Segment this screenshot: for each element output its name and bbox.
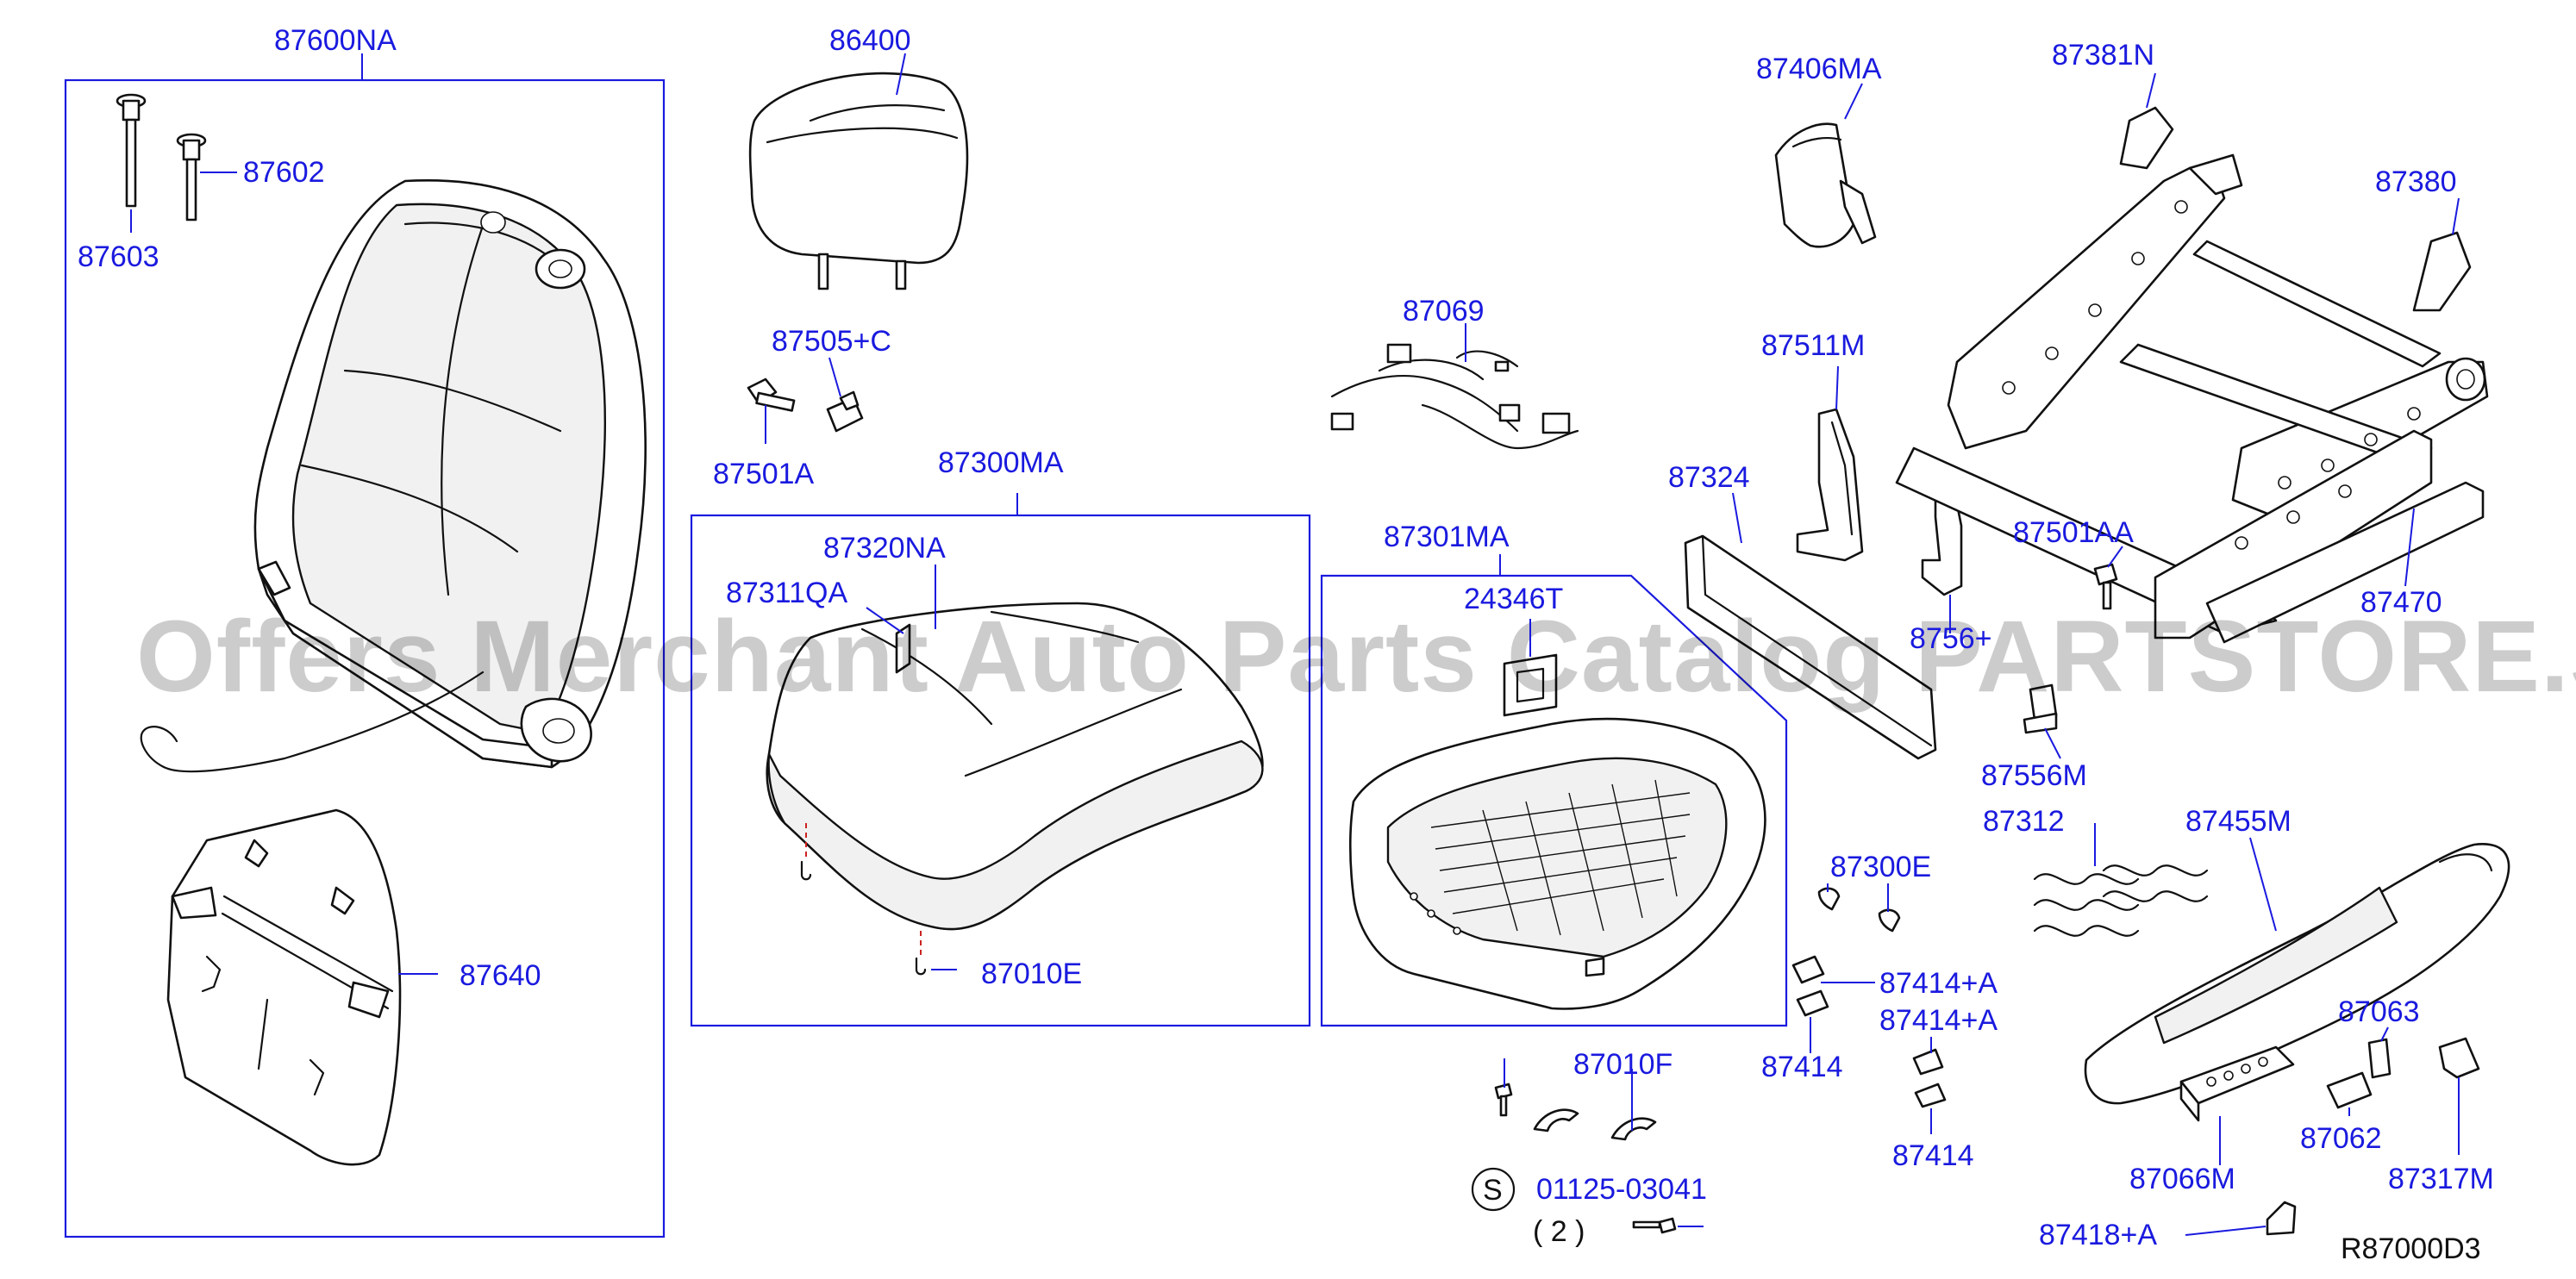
- label-87010E: 87010E: [981, 958, 1082, 990]
- knob-87063: [2367, 1038, 2392, 1079]
- latch-87380: [2412, 231, 2472, 312]
- seat-back-group-box: [64, 78, 666, 1238]
- label-24346T: 24346T: [1464, 583, 1563, 615]
- clip-87010F-right: [1610, 1117, 1657, 1141]
- label-87312: 87312: [1983, 805, 2065, 838]
- seat-track-frame: [1895, 153, 2489, 644]
- back-board-87640: [166, 808, 402, 1166]
- clip-87414A-lower: [1912, 1048, 1944, 1076]
- label-86400: 86400: [829, 24, 911, 57]
- label-87311QA: 87311QA: [726, 577, 847, 609]
- screw-01125-b: [1632, 1217, 1677, 1234]
- bolt-87501A: [747, 377, 796, 412]
- cushion-frame: [1348, 653, 1766, 1010]
- label-87300MA: 87300MA: [938, 446, 1064, 479]
- watermark: Offers Merchant Auto Parts Catalog PARTS…: [136, 600, 2576, 714]
- label-87414A-lower: 87414+A: [1879, 1004, 1998, 1037]
- label-87603: 87603: [78, 240, 159, 273]
- symbol-s-circle: [1471, 1167, 1516, 1212]
- label-87010F: 87010F: [1573, 1048, 1673, 1081]
- label-87556M: 87556M: [1981, 759, 2087, 792]
- label-87320NA: 87320NA: [823, 532, 946, 565]
- cushion-group-box: [690, 514, 1311, 1027]
- springs-87312: [2033, 864, 2209, 937]
- clip-87414-upper: [1796, 989, 1829, 1017]
- label-87317M: 87317M: [2388, 1163, 2494, 1195]
- seat-back-trim: [140, 179, 647, 773]
- front-bar-87324: [1684, 534, 2058, 760]
- label-87381N: 87381N: [2052, 39, 2154, 72]
- label-87418A: 87418+A: [2039, 1219, 2157, 1251]
- label-87062: 87062: [2300, 1122, 2382, 1155]
- label-87470: 87470: [2360, 586, 2442, 619]
- symbol-s: S: [1483, 1174, 1503, 1207]
- clip-87317M: [2438, 1037, 2480, 1079]
- clip-87300E-left: [1817, 887, 1841, 911]
- label-87414-upper: 87414: [1761, 1051, 1843, 1083]
- quantity-note: ( 2 ): [1533, 1215, 1585, 1248]
- label-87501AA: 87501AA: [2013, 516, 2134, 549]
- headrest-86400: [748, 72, 969, 290]
- latch-87381N: [2119, 106, 2174, 170]
- screw-01125-a: [1494, 1082, 1513, 1117]
- bracket-87511M: [1796, 408, 1864, 562]
- wire-harness-87069: [1330, 343, 1579, 450]
- diagram-reference: R87000D3: [2341, 1232, 2481, 1265]
- label-87069: 87069: [1403, 295, 1485, 328]
- leader-lines: [130, 53, 2460, 1236]
- label-01125-03041: 01125-03041: [1536, 1173, 1707, 1206]
- label-87063: 87063: [2338, 995, 2420, 1028]
- label-87600NA: 87600NA: [274, 24, 397, 57]
- label-87501A: 87501A: [713, 458, 815, 490]
- label-87300E: 87300E: [1830, 851, 1931, 883]
- clip-87300E-right: [1878, 908, 1901, 933]
- clip-87505C: [826, 390, 864, 433]
- label-8756x: 8756+: [1910, 622, 1992, 655]
- label-87414A-upper: 87414+A: [1879, 967, 1998, 1000]
- label-87505C: 87505+C: [772, 325, 891, 358]
- switch-87066M: [2179, 1045, 2295, 1122]
- bolt-87603: [116, 93, 147, 208]
- label-87066M: 87066M: [2129, 1163, 2235, 1195]
- label-87406MA: 87406MA: [1756, 53, 1882, 85]
- label-87511M: 87511M: [1761, 329, 1865, 362]
- clip-87418A: [2266, 1201, 2297, 1236]
- knob-87062: [2326, 1071, 2373, 1109]
- label-87414-lower: 87414: [1892, 1139, 1974, 1172]
- label-87301MA: 87301MA: [1384, 521, 1510, 553]
- label-87640: 87640: [460, 959, 541, 992]
- side-cover-87406MA: [1774, 122, 1877, 248]
- frame-group-box: [1320, 574, 1788, 1027]
- label-87380: 87380: [2375, 165, 2457, 198]
- label-87455M: 87455M: [2185, 805, 2292, 838]
- label-87324: 87324: [1668, 461, 1750, 494]
- bolt-87501AA: [2093, 563, 2118, 610]
- clip-87010F-left: [1533, 1108, 1579, 1132]
- part-labels: 87600NA 87603 87602 87640 86400 87505+C …: [78, 24, 2494, 1251]
- label-87602: 87602: [243, 156, 325, 189]
- clip-87414A-upper: [1791, 955, 1825, 984]
- side-finisher-87455M: [2084, 843, 2510, 1105]
- bolt-87602: [176, 133, 207, 221]
- clip-87414-lower: [1914, 1082, 1947, 1108]
- cushion-trim: [766, 602, 1264, 931]
